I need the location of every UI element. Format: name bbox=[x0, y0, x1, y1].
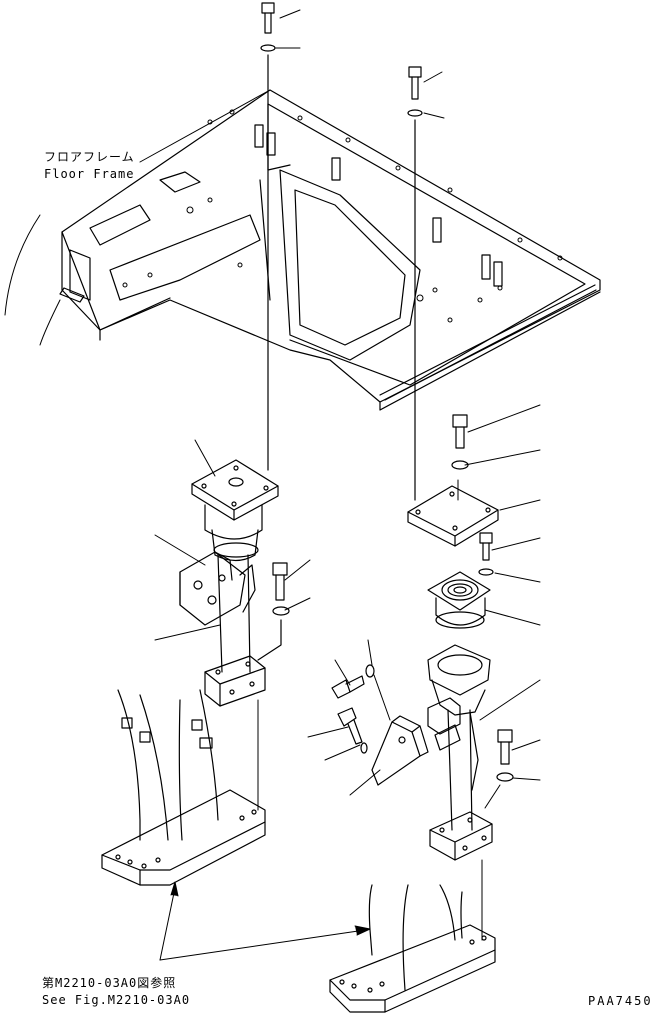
frame-outline-leaders bbox=[4, 214, 61, 346]
left-side-bolt bbox=[257, 562, 290, 661]
left-mount-top-plate bbox=[191, 459, 279, 521]
right-small-bolt bbox=[478, 532, 494, 576]
top-bolt-left bbox=[260, 2, 276, 471]
right-clamp-bracket bbox=[427, 697, 461, 751]
drawing-number: PAA7450 bbox=[588, 994, 653, 1008]
floor-frame bbox=[59, 89, 601, 411]
floor-frame-label-en: Floor Frame bbox=[44, 167, 135, 181]
leader-lines bbox=[139, 9, 541, 809]
left-bracket bbox=[179, 551, 256, 626]
right-pedestal bbox=[329, 884, 496, 1013]
middle-wedge-bracket bbox=[371, 715, 429, 786]
middle-bolt-lower bbox=[337, 707, 368, 754]
top-bolt-right bbox=[407, 66, 423, 501]
reference-arrows bbox=[159, 881, 371, 961]
right-rubber-damper bbox=[427, 571, 491, 629]
floor-frame-label-jp: フロアフレーム bbox=[44, 150, 135, 164]
right-top-bolt bbox=[451, 414, 469, 470]
right-side-bolt bbox=[496, 729, 514, 782]
right-top-plate bbox=[407, 479, 499, 547]
left-pedestal bbox=[101, 689, 266, 886]
left-column bbox=[204, 554, 266, 707]
see-figure-label-jp: 第M2210-03A0図参照 bbox=[42, 976, 177, 990]
right-upper-cup bbox=[427, 644, 491, 716]
see-figure-label-en: See Fig.M2210-03A0 bbox=[42, 993, 191, 1007]
left-mount-rubber-damper bbox=[204, 504, 263, 562]
middle-bolt-upper bbox=[331, 664, 375, 699]
